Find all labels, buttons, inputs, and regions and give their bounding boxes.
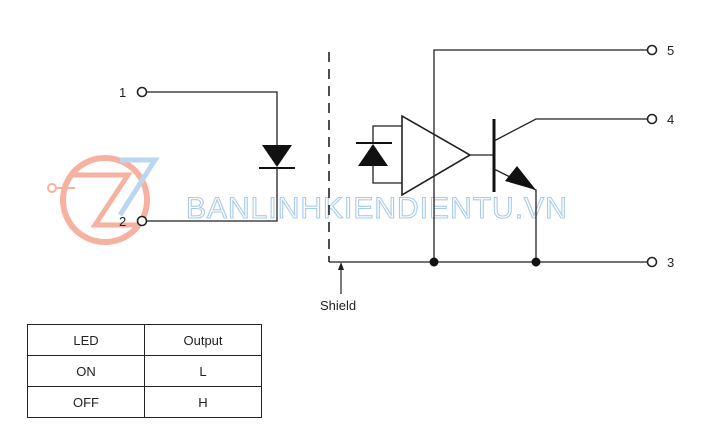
header-led: LED <box>27 324 145 356</box>
watermark-text: BANLINHKIENDIENTU.VN <box>186 192 568 225</box>
pin-5-wire <box>433 49 647 262</box>
pin-5-terminal <box>646 44 658 56</box>
pin-3-label: 3 <box>667 255 674 270</box>
table-row: OFF H <box>27 386 262 418</box>
cell-led-state: OFF <box>27 386 145 418</box>
pin-2-wire <box>146 168 278 222</box>
pin-4-label: 4 <box>667 112 674 127</box>
pin-2-terminal <box>136 215 148 227</box>
cell-output-state: L <box>144 355 262 387</box>
pin-5-label: 5 <box>667 43 674 58</box>
shield-label: Shield <box>320 298 356 313</box>
shield-pointer-arrowhead <box>338 262 344 270</box>
photodiode-symbol <box>356 125 402 184</box>
pin-1-label: 1 <box>119 85 126 100</box>
table-row: ON L <box>27 355 262 387</box>
pin-3-terminal <box>646 256 658 268</box>
cell-output-state: H <box>144 386 262 418</box>
pin-1-wire <box>146 91 278 145</box>
pin-1-terminal <box>136 86 148 98</box>
pin-2-label: 2 <box>119 214 126 229</box>
pin-4-terminal <box>646 113 658 125</box>
output-transistor-symbol <box>492 118 647 262</box>
truth-table: LED Output ON L OFF H <box>27 324 262 418</box>
watermark-logo <box>47 155 160 245</box>
amplifier-symbol <box>401 114 472 197</box>
junction-dot <box>429 257 439 267</box>
junction-dot <box>531 257 541 267</box>
header-output: Output <box>144 324 262 356</box>
cell-led-state: ON <box>27 355 145 387</box>
led-diode-symbol <box>259 145 295 169</box>
truth-table-header-row: LED Output <box>27 324 262 356</box>
